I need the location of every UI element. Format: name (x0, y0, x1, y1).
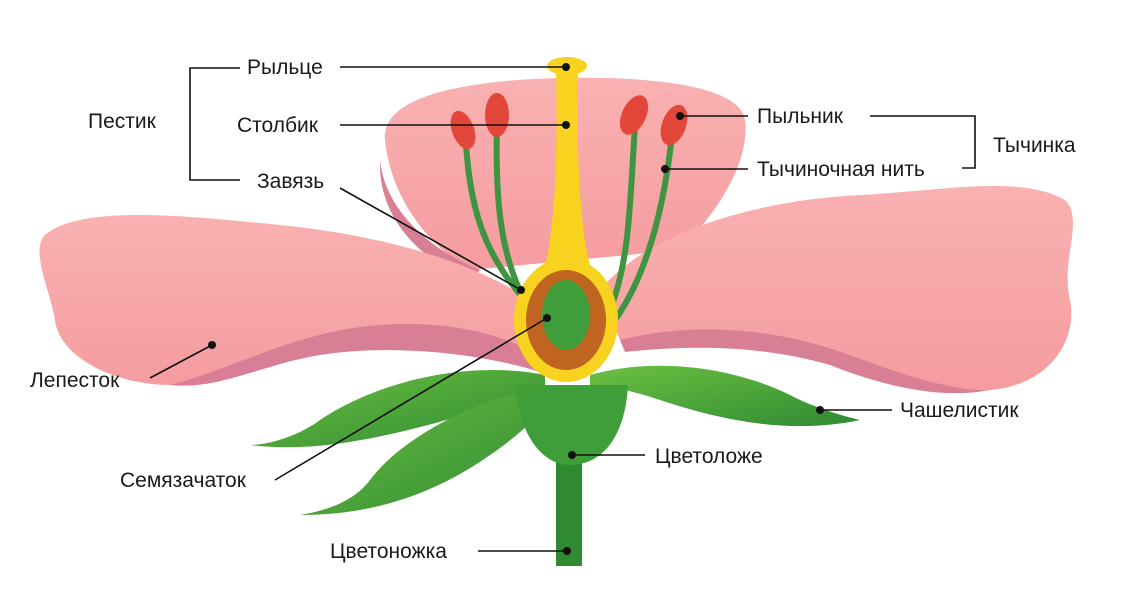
right-petal-fold (620, 329, 990, 394)
leader-lines (149, 63, 976, 555)
label-ovary: Завязь (257, 170, 324, 193)
label-sepal: Чашелистик (900, 399, 1019, 422)
label-style: Столбик (237, 114, 319, 137)
sepal-left-1 (250, 370, 545, 448)
receptacle (515, 385, 628, 465)
left-petal (39, 215, 545, 385)
label-anther: Пыльник (757, 105, 844, 128)
right-petal (600, 185, 1074, 391)
label-petal: Лепесток (30, 369, 120, 392)
sepal-right (590, 365, 860, 427)
label-stigma: Рыльце (247, 56, 323, 79)
label-pistil: Пестик (88, 110, 157, 133)
label-filament: Тычиночная нить (757, 158, 925, 181)
left-petal-fold (170, 324, 545, 386)
label-pedicel: Цветоножка (330, 540, 447, 563)
sepal-left-2 (300, 385, 555, 515)
label-receptacle: Цветоложе (655, 445, 763, 468)
pedicel (556, 450, 582, 566)
label-stamen: Тычинка (993, 134, 1076, 157)
ovule (542, 280, 590, 350)
label-ovule: Семязачаток (120, 469, 247, 492)
style (545, 70, 590, 265)
